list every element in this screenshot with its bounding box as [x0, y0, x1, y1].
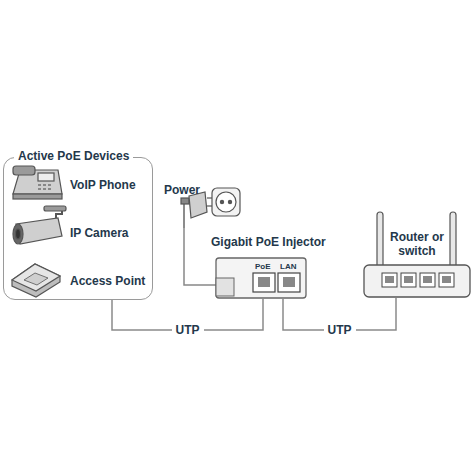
power-adapter-icon	[181, 192, 212, 228]
cable-label: UTP	[172, 323, 204, 337]
port-label: LAN	[280, 262, 296, 271]
voip-phone-icon	[13, 166, 62, 199]
group-heading: Active PoE Devices	[14, 149, 133, 163]
cable-label: UTP	[324, 323, 356, 337]
device-group: VoIP PhoneIP CameraAccess PointActive Po…	[3, 157, 153, 300]
wall-socket-icon	[212, 188, 240, 216]
router-box: Router or switch	[362, 226, 472, 298]
device-item: VoIP Phone	[70, 178, 136, 192]
node-heading: Router or switch	[386, 230, 448, 258]
node-heading: Gigabit PoE Injector	[211, 235, 308, 249]
power-label: Power	[164, 183, 200, 197]
router-body	[364, 212, 470, 297]
device-item: Access Point	[70, 274, 145, 288]
ip-camera-icon	[13, 206, 66, 244]
device-name: IP Camera	[70, 226, 128, 240]
device-item: IP Camera	[70, 226, 128, 240]
access-point-icon	[12, 264, 60, 297]
injector-body	[216, 258, 306, 298]
port-label: PoE	[255, 262, 271, 271]
device-name: Access Point	[70, 274, 145, 288]
device-name: VoIP Phone	[70, 178, 136, 192]
